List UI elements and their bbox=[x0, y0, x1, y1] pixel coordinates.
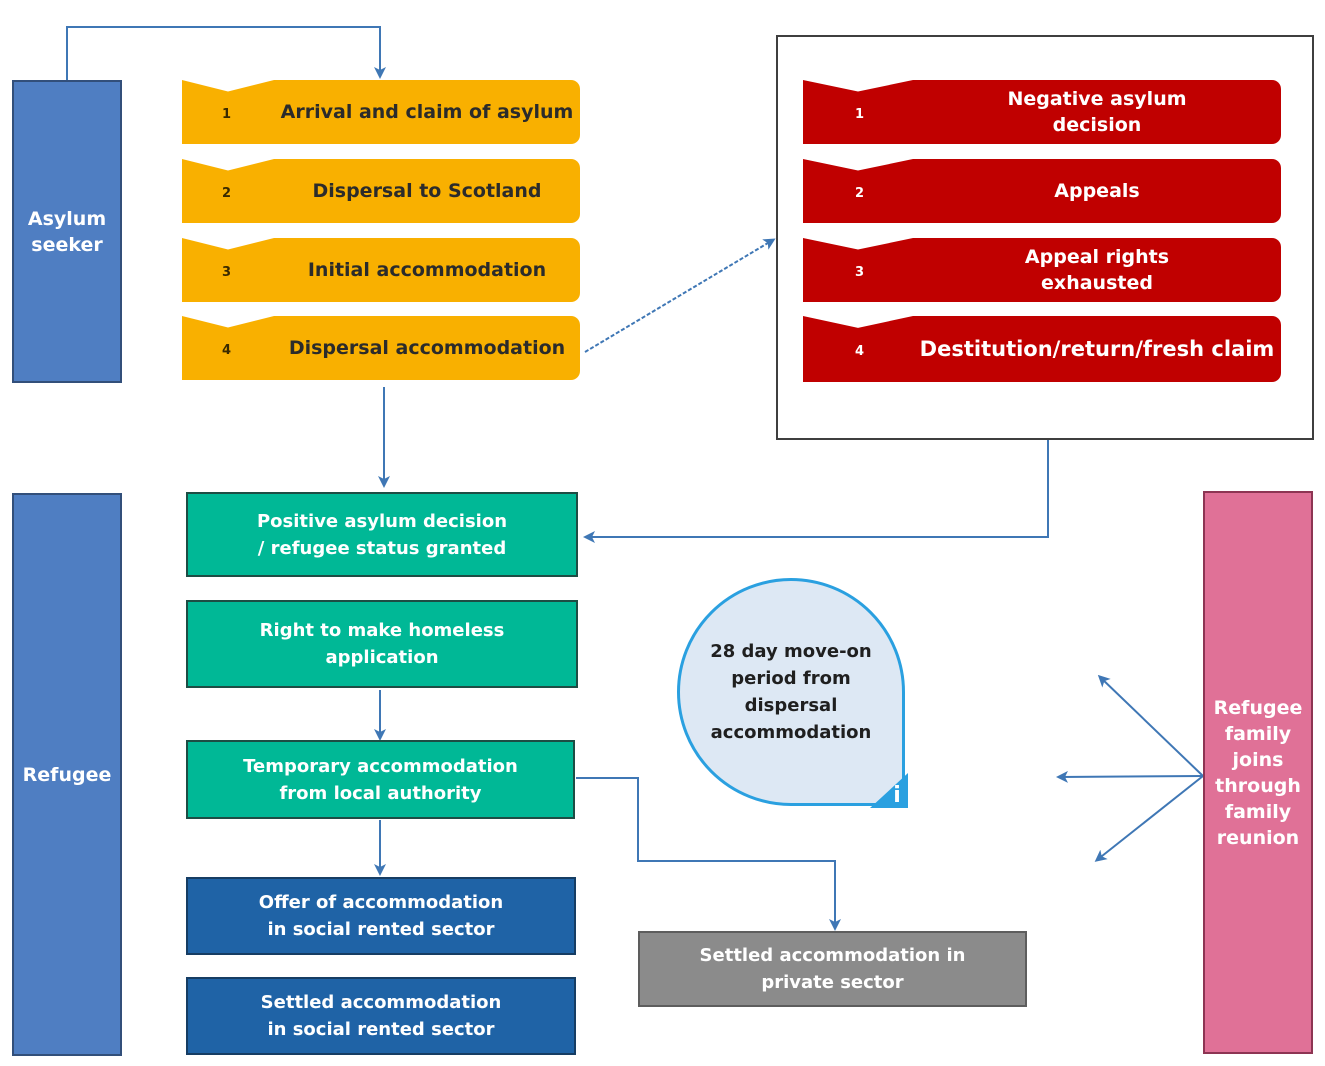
arrow-family-left bbox=[1056, 770, 1204, 783]
arrow-asylum-to-arrival bbox=[66, 26, 386, 80]
step-chevron: 1 bbox=[803, 80, 913, 144]
asylum-seeker-label: Asylum seeker bbox=[27, 207, 107, 256]
step-number: 3 bbox=[222, 265, 232, 280]
step-number: 4 bbox=[222, 343, 232, 358]
arrow-family-up bbox=[1097, 674, 1204, 777]
step-number: 4 bbox=[855, 344, 865, 359]
temporary-accommodation-box: Temporary accommodation from local autho… bbox=[186, 740, 575, 819]
step-chevron: 4 bbox=[182, 316, 274, 380]
step-chevron: 3 bbox=[182, 238, 274, 302]
negative-step-3: 3 Appeal rights exhausted bbox=[803, 238, 1281, 302]
step-label: Appeal rights exhausted bbox=[913, 238, 1281, 302]
move-on-callout: 28 day move-on period from dispersal acc… bbox=[677, 578, 905, 806]
arrow-temporary-to-private bbox=[576, 777, 841, 931]
step-chevron: 1 bbox=[182, 80, 274, 144]
negative-step-1: 1 Negative asylum decision bbox=[803, 80, 1281, 144]
step-chevron: 4 bbox=[803, 316, 913, 382]
offer-social-box: Offer of accommodation in social rented … bbox=[186, 877, 576, 955]
homeless-application-box: Right to make homeless application bbox=[186, 600, 578, 688]
negative-step-4: 4 Destitution/return/fresh claim bbox=[803, 316, 1281, 382]
step-label: Appeals bbox=[913, 159, 1281, 223]
family-reunion-bar: Refugee family joins through family reun… bbox=[1203, 491, 1313, 1054]
step-number: 2 bbox=[222, 186, 232, 201]
info-glyph: i bbox=[893, 783, 901, 808]
arrow-negative-to-positive bbox=[583, 440, 1049, 543]
step-label: Dispersal accommodation bbox=[274, 316, 580, 380]
arrow-dispersal-to-negative bbox=[584, 238, 776, 353]
settled-private-box: Settled accommodation in private sector bbox=[638, 931, 1027, 1007]
negative-step-2: 2 Appeals bbox=[803, 159, 1281, 223]
step-chevron: 3 bbox=[803, 238, 913, 302]
step-number: 1 bbox=[222, 107, 232, 122]
refugee-label: Refugee bbox=[22, 763, 112, 786]
step-label: Dispersal to Scotland bbox=[274, 159, 580, 223]
step-number: 3 bbox=[855, 265, 865, 280]
asylum-step-4: 4 Dispersal accommodation bbox=[182, 316, 580, 380]
step-number: 2 bbox=[855, 186, 865, 201]
step-label: Arrival and claim of asylum bbox=[274, 80, 580, 144]
step-label: Negative asylum decision bbox=[913, 80, 1281, 144]
asylum-seeker-bar: Asylum seeker bbox=[12, 80, 122, 383]
asylum-step-1: 1 Arrival and claim of asylum bbox=[182, 80, 580, 144]
step-number: 1 bbox=[855, 107, 865, 122]
step-label: Destitution/return/fresh claim bbox=[913, 316, 1281, 382]
settled-social-box: Settled accommodation in social rented s… bbox=[186, 977, 576, 1055]
positive-decision-box: Positive asylum decision / refugee statu… bbox=[186, 492, 578, 577]
step-chevron: 2 bbox=[803, 159, 913, 223]
asylum-step-3: 3 Initial accommodation bbox=[182, 238, 580, 302]
asylum-step-2: 2 Dispersal to Scotland bbox=[182, 159, 580, 223]
step-label: Initial accommodation bbox=[274, 238, 580, 302]
step-chevron: 2 bbox=[182, 159, 274, 223]
refugee-bar: Refugee bbox=[12, 493, 122, 1056]
arrow-family-down bbox=[1094, 775, 1204, 862]
